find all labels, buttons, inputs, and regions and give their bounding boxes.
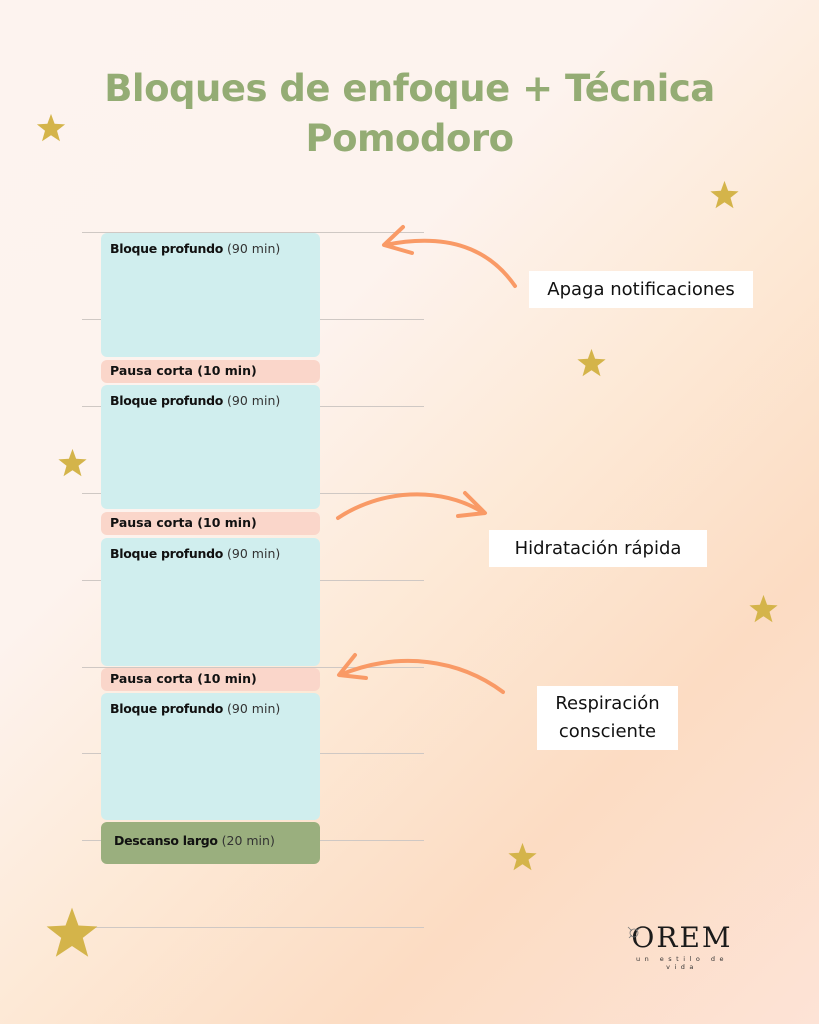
block-duration: (90 min) xyxy=(227,241,281,256)
block-duration: (90 min) xyxy=(227,546,281,561)
annotation-notifications: Apaga notificaciones xyxy=(529,271,753,308)
long-break-block: Descanso largo (20 min) xyxy=(101,822,320,864)
deep-focus-block-3: Bloque profundo (90 min) xyxy=(101,538,320,666)
star-icon xyxy=(36,113,66,142)
annotation-breathing: Respiración consciente xyxy=(537,686,678,750)
timeline-gridline xyxy=(82,667,424,668)
logo-tagline: un estilo de vida xyxy=(635,955,729,971)
short-break-2: Pausa corta (10 min) xyxy=(101,512,320,535)
block-name: Bloque profundo xyxy=(110,546,224,561)
page-title: Bloques de enfoque + Técnica Pomodoro xyxy=(0,64,819,164)
deep-focus-block-2: Bloque profundo (90 min) xyxy=(101,385,320,509)
deep-focus-block-4: Bloque profundo (90 min) xyxy=(101,693,320,820)
block-name: Bloque profundo xyxy=(110,241,224,256)
deep-focus-block-1: Bloque profundo (90 min) xyxy=(101,233,320,357)
block-name: Pausa corta (10 min) xyxy=(110,515,257,530)
star-icon xyxy=(749,594,778,623)
title-line-2: Pomodoro xyxy=(305,117,514,160)
star-icon xyxy=(58,448,87,477)
annotation-text-line-2: consciente xyxy=(558,721,657,742)
block-name: Pausa corta (10 min) xyxy=(110,671,257,686)
annotation-hydration: Hidratación rápida xyxy=(489,530,707,567)
block-name: Bloque profundo xyxy=(110,393,224,408)
star-icon xyxy=(46,907,98,957)
timeline-gridline xyxy=(82,232,424,233)
annotation-text: Hidratación rápida xyxy=(514,538,682,559)
short-break-1: Pausa corta (10 min) xyxy=(101,360,320,383)
block-duration: (90 min) xyxy=(227,393,281,408)
block-duration: (90 min) xyxy=(227,701,281,716)
orem-logo-mark-icon xyxy=(627,926,641,939)
title-line-1: Bloques de enfoque + Técnica xyxy=(104,67,715,110)
annotation-text: Apaga notificaciones xyxy=(547,279,735,300)
star-icon xyxy=(710,180,739,209)
block-name: Bloque profundo xyxy=(110,701,224,716)
star-icon xyxy=(508,842,537,871)
logo-name: OREM xyxy=(631,921,733,954)
block-name: Pausa corta (10 min) xyxy=(110,363,257,378)
block-name: Descanso largo xyxy=(114,833,218,848)
star-icon xyxy=(577,348,606,377)
annotation-text-line-1: Respiración xyxy=(555,693,660,714)
short-break-3: Pausa corta (10 min) xyxy=(101,668,320,691)
orem-logo: OREM un estilo de vida xyxy=(626,923,738,971)
block-duration: (20 min) xyxy=(221,833,275,848)
timeline-gridline xyxy=(82,927,424,928)
